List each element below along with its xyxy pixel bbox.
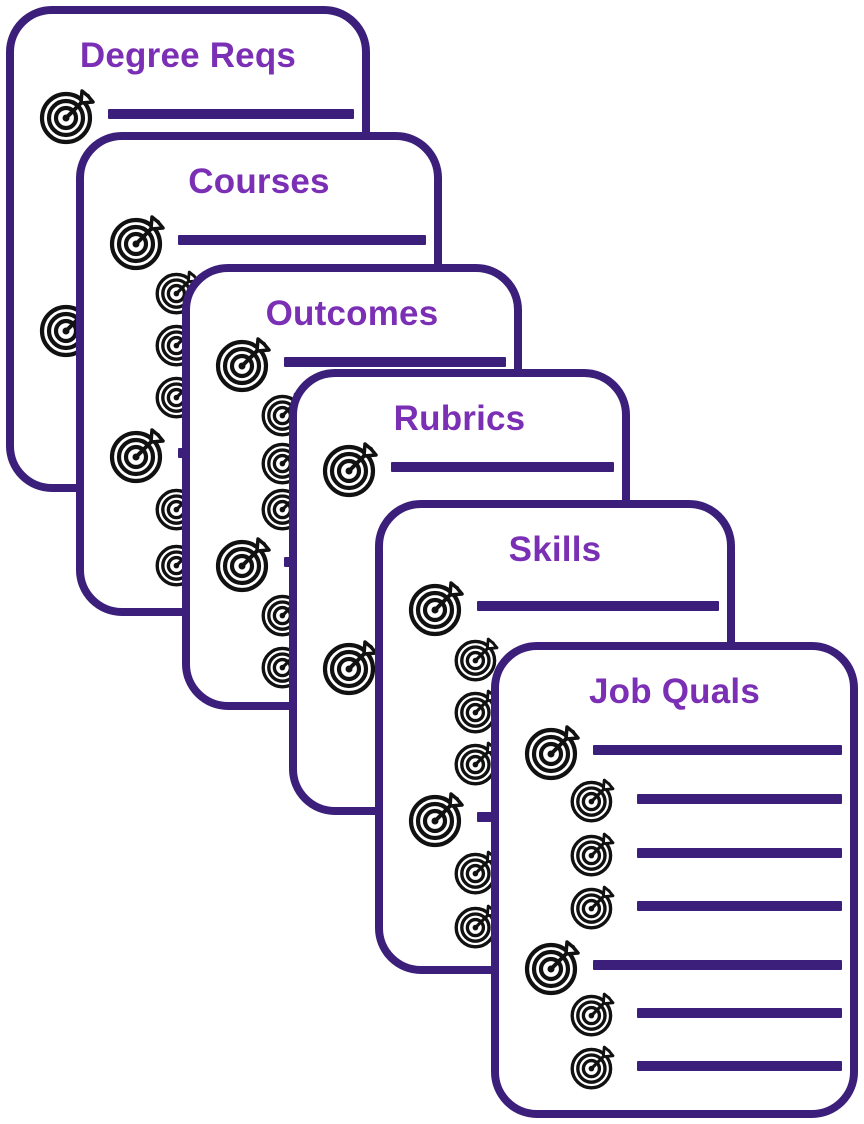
sub-item	[499, 1043, 850, 1091]
target-with-arrow-icon	[408, 581, 464, 637]
sub-item	[499, 776, 850, 824]
main-item	[297, 439, 622, 499]
main-item	[499, 937, 850, 997]
text-line-placeholder	[593, 960, 842, 970]
target-with-arrow-icon	[109, 215, 165, 271]
target-with-arrow-icon	[524, 940, 580, 996]
text-line-placeholder	[178, 235, 426, 245]
target-with-arrow-icon	[215, 537, 271, 593]
card-title: Courses	[188, 162, 330, 201]
target-with-arrow-icon	[109, 428, 165, 484]
text-line-placeholder	[637, 848, 842, 858]
text-line-placeholder	[637, 1061, 842, 1071]
target-with-arrow-icon	[39, 89, 95, 145]
target-with-arrow-icon	[215, 337, 271, 393]
card-job-quals: Job Quals	[491, 642, 858, 1118]
text-line-placeholder	[637, 1008, 842, 1018]
target-with-arrow-icon	[524, 725, 580, 781]
card-title: Skills	[508, 530, 602, 569]
text-line-placeholder	[593, 745, 842, 755]
target-with-arrow-icon	[570, 992, 615, 1037]
sub-item	[499, 883, 850, 931]
text-line-placeholder	[637, 794, 842, 804]
sub-item	[499, 830, 850, 878]
main-item	[14, 86, 362, 146]
target-with-arrow-icon	[570, 1045, 615, 1090]
target-with-arrow-icon	[454, 637, 499, 682]
target-with-arrow-icon	[570, 885, 615, 930]
text-line-placeholder	[391, 462, 614, 472]
target-with-arrow-icon	[570, 778, 615, 823]
main-item	[190, 334, 514, 394]
card-title: Outcomes	[265, 294, 439, 333]
target-with-arrow-icon	[408, 792, 464, 848]
card-title: Job Quals	[588, 672, 760, 711]
card-title: Degree Reqs	[79, 36, 297, 75]
main-item	[84, 212, 434, 272]
main-item	[383, 578, 727, 638]
target-with-arrow-icon	[322, 640, 378, 696]
text-line-placeholder	[637, 901, 842, 911]
sub-item	[499, 990, 850, 1038]
main-item	[499, 722, 850, 782]
text-line-placeholder	[477, 601, 719, 611]
card-title: Rubrics	[393, 399, 526, 438]
target-with-arrow-icon	[570, 832, 615, 877]
text-line-placeholder	[108, 109, 354, 119]
target-with-arrow-icon	[322, 442, 378, 498]
text-line-placeholder	[284, 357, 506, 367]
